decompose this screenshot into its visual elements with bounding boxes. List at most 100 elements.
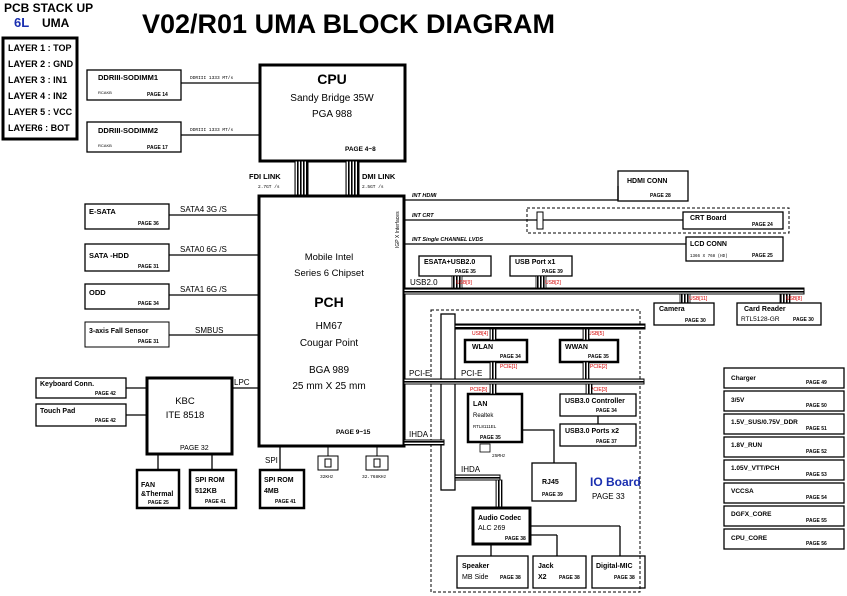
crystal2-label: 32.768KHz (362, 474, 387, 480)
ihda-bus (403, 439, 445, 446)
spirom2-block (258, 468, 306, 510)
fdi-link-bus (294, 160, 309, 197)
hdmi-label: HDMI CONN (627, 178, 667, 185)
spirom2-page: PAGE 41 (275, 499, 296, 505)
lan-model: RTL8111EL (473, 424, 497, 429)
cardreader-page: PAGE 30 (793, 317, 814, 323)
dmic-block (591, 555, 646, 589)
pch-bga: BGA 989 (309, 365, 349, 376)
power-dgfx-page: PAGE 55 (806, 518, 827, 524)
power-cpucore-block (723, 528, 845, 550)
pcie-bus-label-2: PCI-E (461, 369, 482, 378)
crystal1-icon (317, 455, 339, 471)
pcb-layer: LAYER 4 : IN2 (8, 91, 67, 101)
dmic-label: Digital-MIC (596, 563, 633, 570)
lan-crystal-icon (479, 443, 491, 453)
ihda-bus-label: IHDA (409, 430, 429, 439)
crt-page: PAGE 24 (752, 222, 773, 228)
dimm2-sub: RCAKB (98, 143, 112, 148)
wwan-pcie-port: PCIE[2] (590, 364, 608, 370)
pcb-variant: UMA (42, 16, 70, 30)
hdd-bus: SATA0 6G /S (180, 245, 227, 254)
dimm1-page: PAGE 14 (147, 92, 168, 98)
ihda-bus-label-2: IHDA (461, 465, 481, 474)
odd-page: PAGE 34 (138, 301, 159, 307)
fdi-link-label: FDI LINK (249, 172, 281, 181)
dmic-page: PAGE 38 (614, 575, 635, 581)
jack-page: PAGE 38 (559, 575, 580, 581)
pcb-layer-count: 6L (14, 15, 29, 30)
power-charger-page: PAGE 49 (806, 380, 827, 386)
int-hdmi-label: INT HDMI (412, 193, 437, 199)
dimm1-block (86, 69, 182, 101)
lan-crystal-label: 25MHz (492, 453, 506, 459)
lcd-res: 1366 X 768 (HD) (690, 254, 728, 259)
usbport-label: USB Port x1 (515, 259, 556, 266)
cardreader-label: Card Reader (744, 306, 786, 313)
power-sus-label: 1.5V_SUS/0.75V_DDR (731, 419, 798, 426)
pch-block (257, 194, 406, 448)
cpu-page: PAGE 4~8 (345, 146, 376, 153)
usb3ports-label: USB3.0 Ports x2 (565, 428, 619, 435)
power-vccsa-block (723, 482, 845, 504)
lan-vendor: Realtek (473, 413, 494, 419)
audio-codec-page: PAGE 38 (505, 536, 526, 542)
fan-page: PAGE 25 (148, 500, 169, 506)
io-connector-bar (440, 313, 456, 491)
jack-sub: X2 (538, 574, 547, 581)
spi-label: SPI (265, 456, 278, 465)
power-vtt-block (723, 459, 845, 481)
io-board-dashed-box (430, 309, 641, 593)
pch-line1: Mobile Intel (305, 252, 354, 263)
power-vccsa-label: VCCSA (731, 488, 754, 495)
esata-bus: SATA4 3G /S (180, 205, 227, 214)
power-charger-label: Charger (731, 375, 756, 382)
power-35v-page: PAGE 50 (806, 403, 827, 409)
lan-page: PAGE 35 (480, 435, 501, 441)
power-35v-label: 3/5V (731, 397, 745, 404)
pcb-layer: LAYER 5 : VCC (8, 107, 73, 117)
hdd-page: PAGE 31 (138, 264, 159, 270)
fall-sensor-bus: SMBUS (195, 326, 223, 335)
power-sus-block (723, 413, 845, 435)
kbc-title: KBC (175, 396, 195, 407)
dimm2-block (86, 121, 182, 153)
spirom1-block (188, 468, 238, 510)
spirom1-line2: 512KB (195, 488, 217, 495)
usb2-bus (403, 287, 805, 295)
pch-size: 25 mm X 25 mm (292, 381, 365, 392)
wwan-page: PAGE 35 (588, 354, 609, 360)
pch-page: PAGE 9~15 (336, 429, 371, 436)
camera-port: USB[11] (689, 296, 708, 302)
keyboard-label: Keyboard Conn. (40, 381, 94, 388)
power-dgfx-block (723, 505, 845, 527)
speaker-sub: MB Side (462, 574, 489, 581)
spirom2-line2: 4MB (264, 488, 279, 495)
io-board-page: PAGE 33 (592, 492, 625, 501)
cpu-title: CPU (317, 71, 347, 87)
power-vtt-page: PAGE 53 (806, 472, 827, 478)
spirom1-line1: SPI ROM (195, 477, 225, 484)
esata-label: E-SATA (89, 207, 116, 216)
wwan-label: WWAN (565, 344, 588, 351)
kbc-bus: LPC (234, 378, 250, 387)
crt-dashed-box (526, 207, 790, 234)
usb3ports-page: PAGE 37 (596, 439, 617, 445)
fdi-link-speed: 2.7GT /s (258, 184, 280, 190)
crt-connector-icon (536, 211, 544, 230)
pch-model: HM67 (316, 321, 343, 332)
kbc-model: ITE 8518 (166, 410, 205, 421)
pch-codename: Cougar Point (300, 338, 359, 349)
camera-page: PAGE 30 (685, 318, 706, 324)
odd-block (84, 283, 170, 310)
int-lvds-label: INT Single CHANNEL LVDS (412, 237, 483, 243)
power-rails: Charger PAGE 49 3/5V PAGE 50 1.5V_SUS/0.… (723, 367, 845, 550)
cardreader-model: RTL5128-GR (741, 316, 780, 323)
pch-title: PCH (314, 294, 344, 310)
pcb-stack-box (1, 36, 79, 141)
pcb-heading: PCB STACK UP (4, 1, 93, 15)
pch-side-label: IGP X Interfaces (395, 211, 401, 248)
dimm1-speed: DDRIII 1333 MT/s (190, 75, 234, 81)
keyboard-page: PAGE 42 (95, 391, 116, 397)
